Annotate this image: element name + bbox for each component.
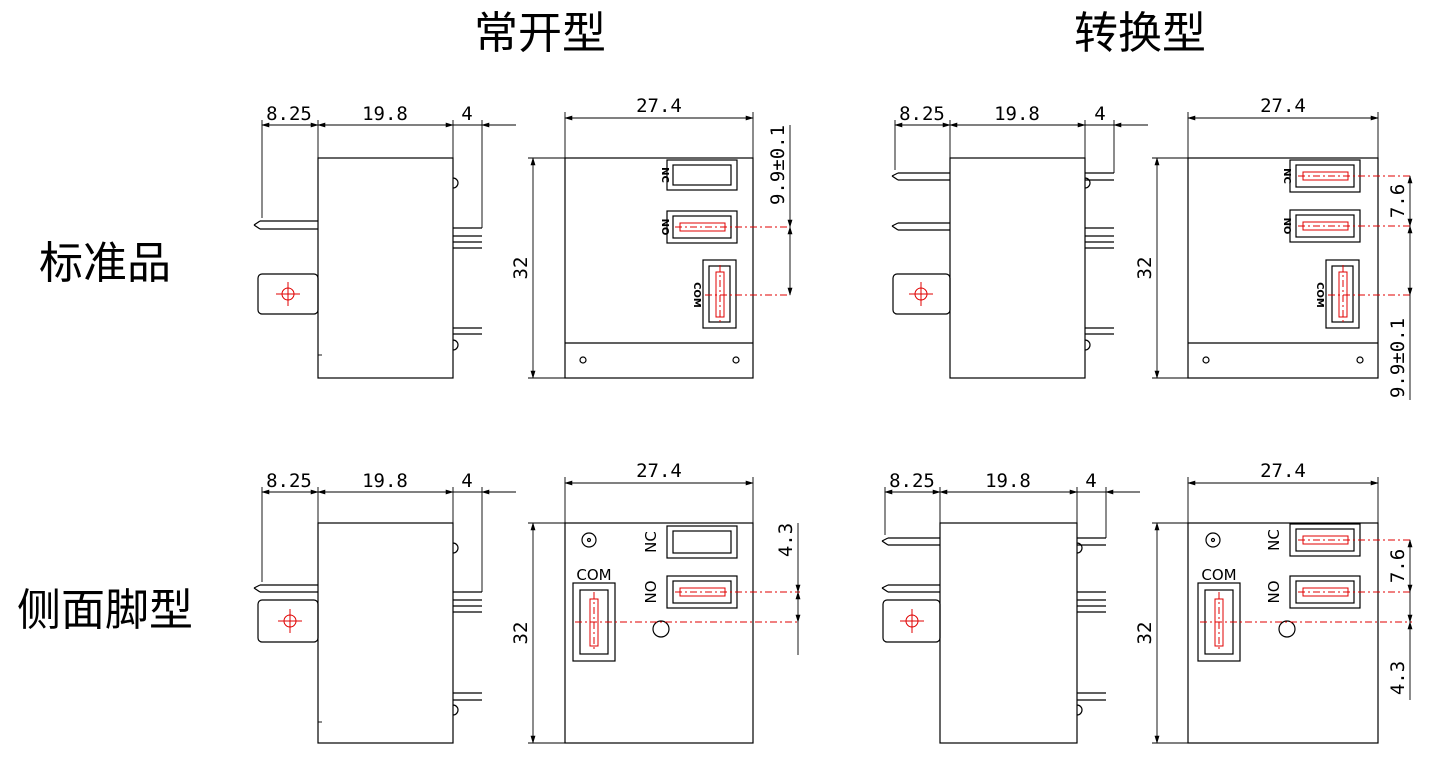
dim-body-depth: 19.8	[994, 103, 1040, 125]
dim-height: 32	[1134, 622, 1156, 645]
terminal-no-label: NO	[642, 580, 660, 603]
row-label-side-pin: 侧面脚型	[17, 585, 193, 636]
terminal-com-label: COM	[691, 282, 702, 308]
terminal-nc-label: NC	[659, 167, 670, 183]
dim-pin-offset: 8.25	[266, 470, 312, 492]
header-changeover: 转换型	[1074, 8, 1206, 59]
terminal-no-label: NO	[1265, 580, 1283, 603]
dim-pin-len: 4	[461, 103, 472, 125]
dim-body-depth: 19.8	[985, 470, 1031, 492]
bottom-view-sidepin-co: NC NO COM 27.4 32 7.6 4.3	[1134, 460, 1413, 744]
dim-pin-pitch: 9.9±0.1	[767, 125, 789, 205]
dim-side-offset: 4.3	[775, 523, 797, 557]
bottom-view-standard-co: NC NO COM 27.4 32 7.6 9.9±0.1	[1134, 95, 1413, 400]
dim-pin-offset: 8.25	[266, 103, 312, 125]
side-view-sidepin-co: 8.25 19.8 4	[881, 470, 1140, 744]
dim-height: 32	[510, 622, 532, 645]
terminal-nc-label: NC	[642, 531, 660, 553]
side-view-standard-co: 8.25 19.8 4	[891, 103, 1148, 379]
dim-width: 27.4	[636, 460, 682, 482]
dim-pin-pitch: 9.9±0.1	[1387, 318, 1409, 398]
bottom-view-standard-no: NC NO COM 27.4 32 9.9±0.1	[510, 95, 793, 379]
side-view-standard-no: 8.25 19.8 4	[253, 103, 516, 379]
terminal-com-label: COM	[576, 566, 611, 584]
dim-height: 32	[510, 257, 532, 280]
dim-width: 27.4	[1260, 460, 1306, 482]
terminal-nc-label: NC	[1265, 529, 1283, 551]
side-view-sidepin-no: 8.25 19.8 4	[253, 470, 516, 744]
row-label-standard: 标准品	[39, 238, 171, 289]
dim-body-depth: 19.8	[362, 470, 408, 492]
dim-pin-offset: 8.25	[899, 103, 945, 125]
dim-side-offset: 4.3	[1387, 661, 1409, 695]
terminal-nc-label: NC	[1281, 168, 1292, 184]
terminal-no-label: NO	[659, 219, 670, 236]
dim-pin-len: 4	[1085, 470, 1096, 492]
dim-width: 27.4	[1260, 95, 1306, 117]
dim-height: 32	[1134, 257, 1156, 280]
bottom-view-sidepin-no: NC NO COM 27.4 32 4.3	[510, 460, 801, 744]
terminal-com-label: COM	[1314, 282, 1325, 308]
dim-pin-offset: 8.25	[889, 470, 935, 492]
dim-pin-len: 4	[461, 470, 472, 492]
terminal-com-label: COM	[1201, 566, 1236, 584]
dim-width: 27.4	[636, 95, 682, 117]
dim-pitch-small: 7.6	[1387, 184, 1409, 218]
dim-body-depth: 19.8	[362, 103, 408, 125]
dim-pin-len: 4	[1094, 103, 1105, 125]
header-normally-open: 常开型	[474, 8, 606, 59]
dim-pitch-small: 7.6	[1387, 549, 1409, 583]
terminal-no-label: NO	[1281, 218, 1292, 235]
